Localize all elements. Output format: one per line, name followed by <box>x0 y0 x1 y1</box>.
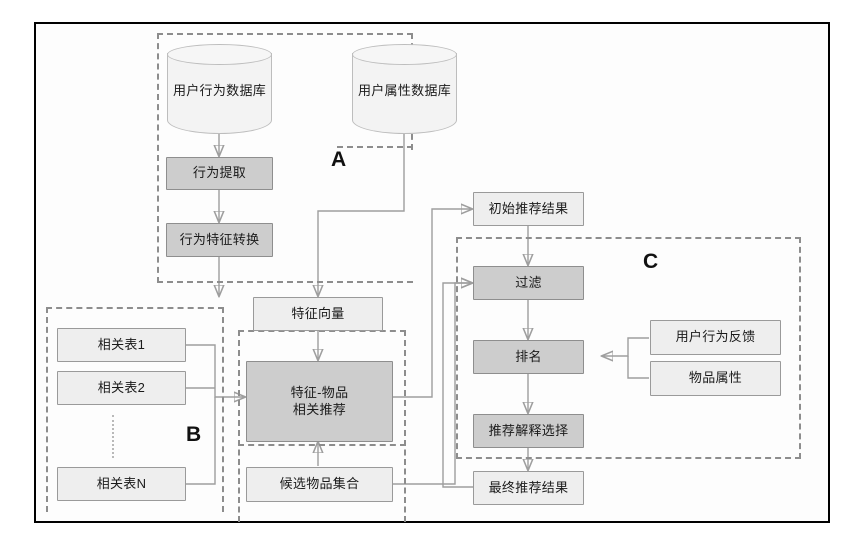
node-related-table-2[interactable]: 相关表2 <box>57 371 186 405</box>
node-initial-result[interactable]: 初始推荐结果 <box>473 192 584 226</box>
node-feature-item-recommend-line2: 相关推荐 <box>292 401 347 417</box>
node-filter[interactable]: 过滤 <box>473 266 584 300</box>
node-final-result[interactable]: 最终推荐结果 <box>473 471 584 505</box>
node-user-behavior-feedback[interactable]: 用户行为反馈 <box>650 320 781 355</box>
group-recommend-boundary <box>238 330 406 446</box>
group-c-boundary <box>456 237 801 459</box>
cylinder-body <box>167 53 272 134</box>
node-feature-item-recommend-line1: 特征-物品 <box>290 385 349 401</box>
cylinder-top <box>352 44 457 65</box>
group-candidate-boundary <box>238 440 406 522</box>
node-related-table-n[interactable]: 相关表N <box>57 467 186 501</box>
db-user-attribute-label: 用户属性数据库 <box>357 82 452 98</box>
db-user-behavior-label: 用户行为数据库 <box>172 82 267 98</box>
group-a-boundary <box>157 33 413 283</box>
group-c-label: C <box>643 250 659 273</box>
db-user-behavior[interactable]: 用户行为数据库 <box>167 44 272 134</box>
group-b-label: B <box>186 423 202 446</box>
node-explain-selection[interactable]: 推荐解释选择 <box>473 414 584 448</box>
ellipsis-dots <box>112 415 114 458</box>
cylinder-body <box>352 53 457 134</box>
cylinder-top <box>167 44 272 65</box>
node-behavior-feature-transform[interactable]: 行为特征转换 <box>166 223 273 257</box>
node-feature-vector[interactable]: 特征向量 <box>253 297 383 331</box>
group-b-boundary <box>46 307 224 512</box>
group-a-boundary-right-cap <box>337 146 413 150</box>
node-feature-item-recommend[interactable]: 特征-物品 相关推荐 <box>246 361 393 442</box>
node-behavior-extraction[interactable]: 行为提取 <box>166 157 273 190</box>
group-a-label: A <box>331 148 347 171</box>
db-user-attribute[interactable]: 用户属性数据库 <box>352 44 457 134</box>
node-item-attribute[interactable]: 物品属性 <box>650 361 781 396</box>
node-ranking[interactable]: 排名 <box>473 340 584 374</box>
node-candidate-item-set[interactable]: 候选物品集合 <box>246 467 393 502</box>
node-related-table-1[interactable]: 相关表1 <box>57 328 186 362</box>
